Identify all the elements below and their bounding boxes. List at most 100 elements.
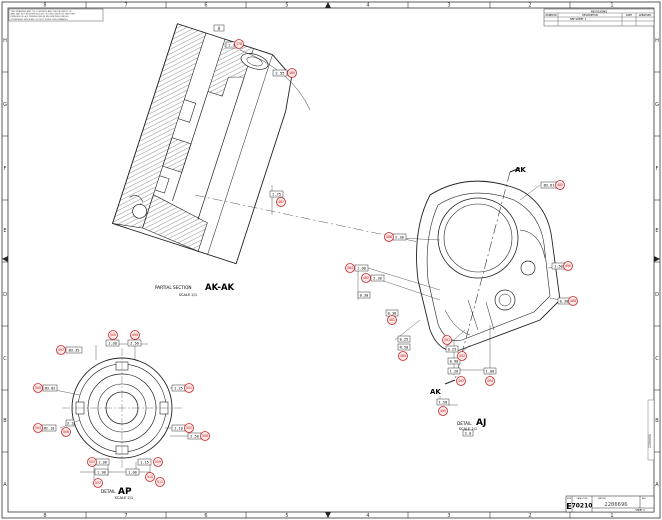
- revisions-title: REVISIONS: [591, 9, 607, 13]
- balloon-505: 505: [35, 386, 41, 390]
- balloon-511-circle: [155, 477, 165, 487]
- tb-size: E: [566, 502, 571, 511]
- title-block: SIZE CAGE CODE DWG NO REV E 70210 220669…: [565, 495, 655, 513]
- dim-ap-11: 1.00: [128, 471, 137, 475]
- balloon-490: 490: [565, 264, 571, 268]
- balloon-495: 495: [440, 409, 446, 413]
- dim-aj-10: 0.90: [450, 360, 459, 364]
- dim-ap-3: 2.50: [130, 342, 139, 346]
- section-view-scale: SCALE 2/1: [179, 293, 197, 297]
- zone-top-8: 8: [43, 3, 46, 9]
- rev-hdr-date: DATE: [626, 14, 633, 17]
- side-tab-number: 2206696: [648, 434, 652, 448]
- note-line-1: THIS DRAWING AND ITS CONTENTS ARE THE PR…: [11, 10, 73, 13]
- balloon-493: 493: [458, 379, 464, 383]
- zone-left-b: B: [3, 418, 7, 424]
- zone-left-h: H: [3, 38, 7, 44]
- dim-ap-4: Ø3.35: [69, 348, 80, 353]
- dim-aj-1: Ø3.61: [544, 183, 555, 188]
- dim-a: 1.30: [228, 43, 238, 48]
- dim-ap-8: 1.10: [174, 427, 183, 431]
- zone-right-b: B: [655, 418, 659, 424]
- dim-aj-8: 0.25: [400, 338, 409, 342]
- detail-ap-letters: AP: [118, 487, 132, 497]
- cut-label-lower: AK: [430, 388, 441, 396]
- note-line-2: AND MAY NOT BE REPRODUCED OR USED WITHOU…: [11, 13, 76, 16]
- balloon-501: 501: [186, 386, 192, 390]
- zone-bottom-2: 2: [528, 513, 531, 519]
- dim-ap-12: 1.15: [140, 461, 149, 465]
- note-line-4: OTHERWISE SPECIFIED. DO NOT SCALE THIS D…: [11, 18, 69, 21]
- detail-ap-scale: SCALE 2/1: [115, 496, 133, 500]
- zone-left-d: D: [3, 292, 7, 298]
- balloon-502: 502: [186, 426, 192, 430]
- tb-cage-header: CAGE CODE: [577, 497, 589, 500]
- detail-ap-label: DETAIL: [101, 489, 116, 494]
- zone-top-1: 1: [610, 3, 613, 9]
- dim-aj-5: 1.50: [554, 265, 563, 269]
- tb-dwg-header: DWG NO: [598, 498, 606, 500]
- zone-right-c: C: [655, 356, 659, 362]
- dim-ap-2: 1.30: [108, 342, 117, 346]
- zone-left-c: C: [3, 356, 7, 362]
- balloon-500: 500: [110, 333, 116, 337]
- dim-aj-6: 0.30: [560, 300, 569, 304]
- dim-ap-5: Ø3.82: [45, 386, 56, 391]
- zone-top-7: 7: [124, 3, 127, 9]
- zone-right-h: H: [655, 38, 659, 44]
- tb-rev-header: REV: [642, 498, 646, 500]
- dim-aj-11: 1.20: [450, 370, 459, 374]
- detail-aj-letters: AJ: [476, 418, 486, 428]
- zone-right-f: F: [656, 166, 659, 172]
- detail-aj-scale: SCALE 2/1: [459, 427, 477, 431]
- zone-left-f: F: [4, 166, 7, 172]
- balloon-487: 487: [278, 200, 284, 204]
- dim-ap-1: 3.1: [67, 422, 74, 426]
- dim-ap-9: 1.30: [98, 461, 107, 465]
- zone-left-e: E: [3, 228, 6, 234]
- balloon-485: 485: [557, 183, 563, 187]
- zone-top-3: 3: [447, 3, 450, 9]
- dim-ap-7: Ø2.10: [44, 426, 55, 431]
- dim-aj-14: 1.50: [439, 401, 448, 405]
- dim-aj-2: 2.30: [395, 236, 404, 240]
- dim-aj-12: 1.00: [486, 370, 495, 374]
- note-line-3: PERMISSION. ALL DIMENSIONS IN MILLIMETER…: [11, 15, 70, 18]
- balloon-489: 489: [400, 354, 406, 358]
- balloon-491: 491: [444, 338, 450, 342]
- balloon-503: 503: [89, 460, 95, 464]
- dim-aj-16: 2.0: [465, 432, 472, 436]
- balloon-486: 486: [386, 235, 392, 239]
- balloon-510: 510: [147, 475, 153, 479]
- section-view-label: PARTIAL SECTION: [155, 285, 192, 290]
- balloon-497: 497: [58, 348, 64, 352]
- side-tab: [647, 399, 655, 461]
- detail-ap-view: Ø3.35 1.30 2.50 Ø3.82 Ø2.10 3.1 1.25 1.1…: [41, 339, 202, 500]
- dim-aj-7: 0.30: [388, 312, 397, 316]
- center-arrow-bottom: [325, 512, 331, 518]
- revisions-block: REVISIONS ZONE/LTR DESCRIPTION DATE APPR…: [543, 8, 655, 27]
- zone-right-g: G: [655, 102, 659, 108]
- tb-cage-code: 70210: [572, 503, 593, 510]
- dim-aj-3: 1.00: [357, 267, 366, 271]
- balloon-480: 480: [289, 71, 295, 75]
- zone-bottom-1: 1: [610, 513, 613, 519]
- balloon-511: 511: [157, 480, 163, 484]
- zone-bottom-4: 4: [366, 513, 369, 519]
- balloon-set: [33, 39, 578, 488]
- section-view-letters: AK-AK: [205, 283, 235, 293]
- center-arrow-right: [654, 256, 660, 262]
- balloon-478: 478: [236, 42, 242, 46]
- zone-right-a: A: [655, 482, 659, 488]
- balloon-494: 494: [487, 379, 493, 383]
- balloon-481: 481: [389, 318, 395, 322]
- zone-bottom-3: 3: [447, 513, 450, 519]
- detail-aj-label: DETAIL: [457, 421, 472, 426]
- zone-bottom-6: 6: [204, 513, 207, 519]
- dim-ap-13: 2.50: [190, 435, 199, 439]
- zone-top-5: 5: [285, 3, 288, 9]
- balloon-508: 508: [202, 434, 208, 438]
- dim-ap-10: 1.90: [97, 471, 106, 475]
- detail-aj-view: AK AK Ø3.61 2.30 1.00: [354, 166, 571, 437]
- rev-hdr-zone: ZONE/LTR: [545, 14, 557, 17]
